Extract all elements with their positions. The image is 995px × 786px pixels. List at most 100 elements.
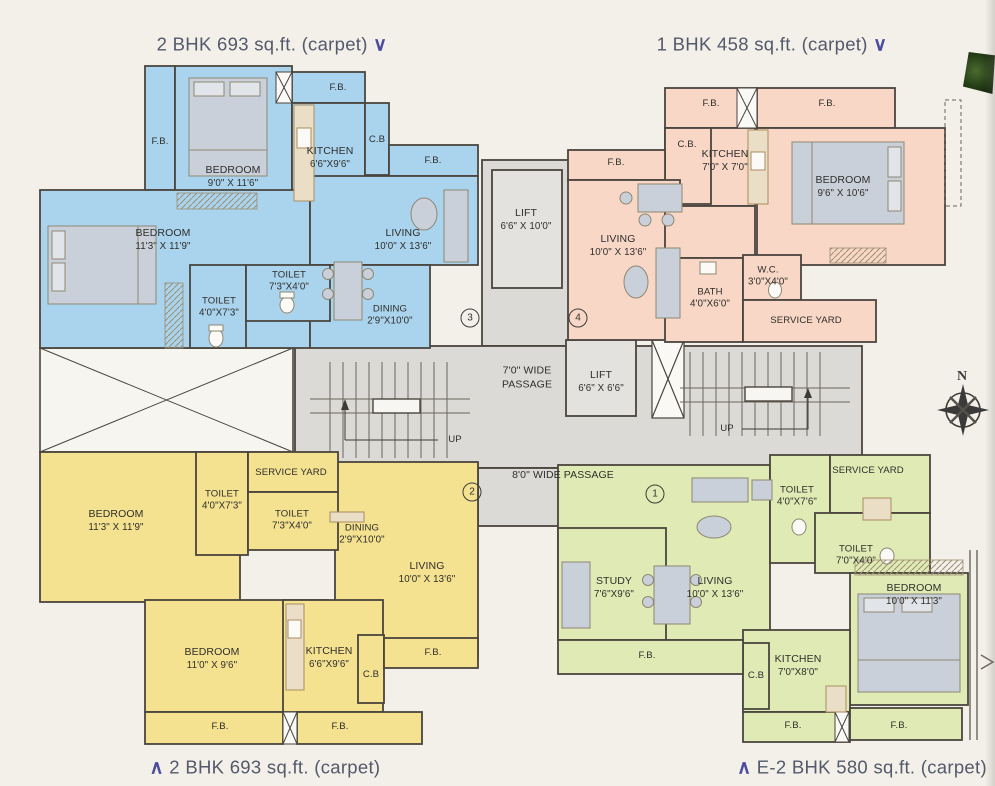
corner-photo-fragment: [963, 52, 995, 94]
label-yellow-fb-bottom1: F.B.: [211, 720, 229, 732]
label-pink-service-yard: SERVICE YARD: [770, 314, 842, 326]
room-yellow-fb-bottom1: [144, 711, 284, 745]
label-yellow-cb: C.B: [362, 668, 380, 680]
room-yellow-fb-right: [383, 637, 479, 669]
unit-yellow-shape: [39, 451, 479, 745]
open-area: [39, 347, 294, 453]
room-yellow-toilet1: [195, 451, 249, 556]
compass-rose: [937, 384, 989, 436]
label-pink-fb-top-right: F.B.: [818, 97, 836, 109]
label-up-left: UP: [448, 433, 462, 445]
label-blue-fb-right: F.B.: [424, 154, 442, 166]
duct-lift: [651, 339, 685, 419]
label-green-cb: C.B: [747, 669, 765, 681]
legend-top-left: 2 BHK 693 sq.ft. (carpet) ∨: [157, 34, 388, 57]
pink-balcony-dashed: [944, 99, 962, 207]
room-pink-service-yard: [742, 299, 877, 343]
label-green-service-yard: SERVICE YARD: [832, 464, 904, 476]
room-green-cb: [742, 642, 770, 710]
label-green-fb-bottom2: F.B.: [890, 719, 908, 731]
legend-top-right: 1 BHK 458 sq.ft. (carpet) ∨: [657, 34, 888, 57]
room-yellow-cb: [357, 634, 385, 704]
unit-number-1: 1: [645, 484, 665, 504]
room-green-fb-bottom2: [849, 707, 963, 741]
room-yellow-fb-bottom2: [296, 711, 423, 745]
room-yellow-toilet2: [247, 491, 339, 551]
label-pink-fb-left: F.B.: [607, 156, 625, 168]
room-green-fb-mid: [557, 639, 744, 675]
unit-number-2: 2: [462, 482, 482, 502]
unit-number-3: 3: [460, 308, 480, 328]
down-arrow-icon: ∨: [373, 34, 388, 56]
legend-bottom-left-text: 2 BHK 693 sq.ft. (carpet): [169, 756, 381, 778]
room-green-fb-bottom1: [742, 711, 851, 743]
label-yellow-fb-right: F.B.: [424, 646, 442, 658]
furniture: [47, 77, 961, 693]
duct-blue: [275, 71, 293, 104]
room-pink-fb-left: [567, 149, 666, 181]
label-up-right: UP: [720, 422, 734, 434]
unit-number-4: 4: [568, 308, 588, 328]
up-arrow-icon: ∧: [737, 757, 752, 779]
duct-green: [834, 711, 850, 743]
scan-edge-shade: [985, 0, 995, 786]
legend-top-right-text: 1 BHK 458 sq.ft. (carpet): [656, 33, 868, 55]
label-green-fb-mid: F.B.: [638, 649, 656, 661]
label-pink-wc: W.C.3'0"X4'0": [748, 264, 788, 288]
label-yellow-fb-bottom2: F.B.: [331, 720, 349, 732]
room-yellow-service-yard: [247, 451, 339, 493]
duct-yellow: [282, 711, 298, 745]
room-blue-toilet1: [189, 264, 247, 349]
room-blue-fb-left: [144, 65, 176, 191]
legend-top-left-text: 2 BHK 693 sq.ft. (carpet): [156, 33, 368, 55]
duct-pink: [736, 87, 758, 129]
legend-bottom-right: ∧ E-2 BHK 580 sq.ft. (carpet): [737, 757, 987, 780]
legend-bottom-right-text: E-2 BHK 580 sq.ft. (carpet): [756, 756, 987, 778]
label-passage-lower: 8'0" WIDE PASSAGE: [512, 469, 614, 482]
label-yellow-service-yard: SERVICE YARD: [255, 466, 327, 478]
hatched-ledges: [164, 192, 964, 576]
kitchen-counters: [285, 104, 892, 713]
label-blue-fb-top: F.B.: [329, 81, 347, 93]
label-blue-fb-left: F.B.: [151, 135, 169, 147]
legend-bottom-left: ∧ 2 BHK 693 sq.ft. (carpet): [150, 757, 381, 780]
up-arrow-icon: ∧: [149, 757, 164, 779]
adjacent-wing-fragment: [969, 550, 995, 740]
north-label: N: [956, 369, 968, 384]
label-pink-fb-top-left: F.B.: [702, 97, 720, 109]
room-green-service-yard: [829, 454, 931, 514]
label-blue-cb: C.B: [368, 133, 386, 145]
label-pink-cb: C.B.: [677, 138, 697, 150]
room-blue-fb-top: [291, 71, 366, 104]
stair-right: [680, 352, 850, 436]
room-blue-cb: [364, 102, 390, 176]
stair-left: [310, 362, 470, 458]
